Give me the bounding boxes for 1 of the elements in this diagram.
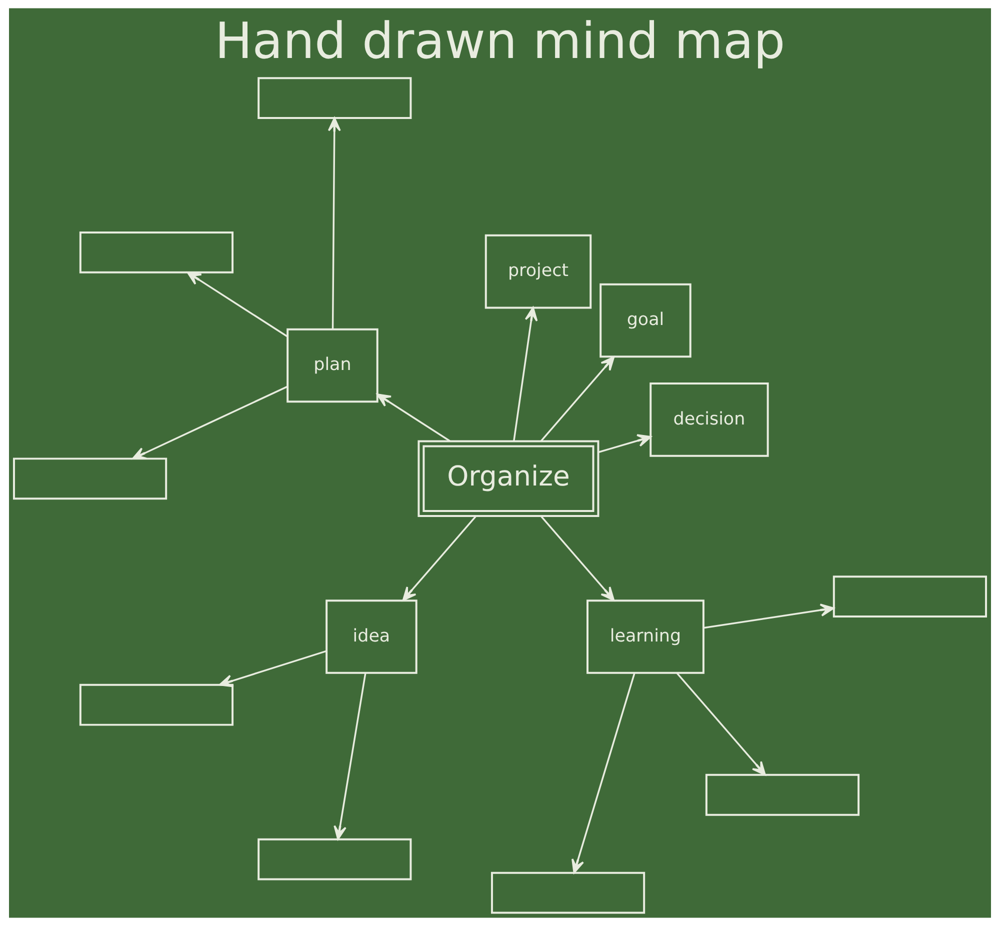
diagram-title: Hand drawn mind map xyxy=(214,12,786,70)
